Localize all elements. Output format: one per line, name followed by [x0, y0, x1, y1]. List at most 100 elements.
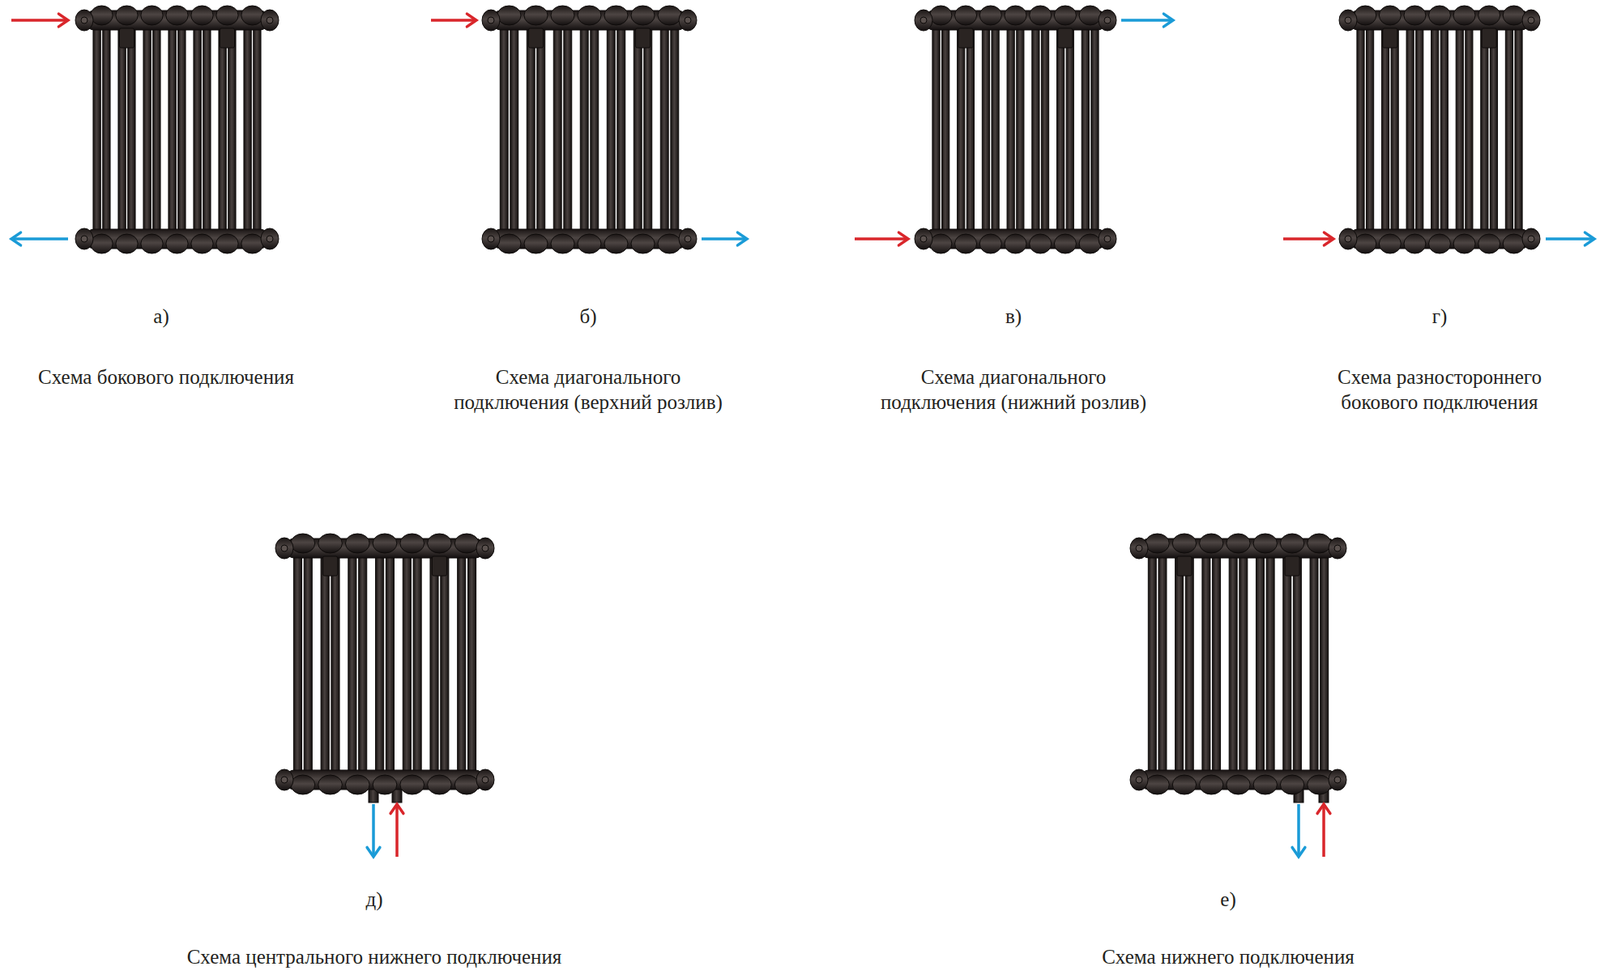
flow-arrow [11, 13, 69, 27]
flow-arrow [366, 804, 380, 858]
arrow-head [1163, 13, 1174, 27]
radiator-tube [168, 10, 176, 248]
radiator-tube [1309, 538, 1319, 789]
section-cap [1478, 234, 1501, 254]
radiator-tube [932, 10, 940, 248]
radiator-tube [553, 10, 562, 248]
radiator-tube [203, 10, 211, 248]
radiator-tube [1032, 10, 1040, 248]
wall-bracket [220, 28, 235, 48]
section-cap [979, 5, 1002, 26]
figure-letter: г) [1432, 303, 1448, 329]
section-cap [216, 234, 239, 254]
wall-bracket [1382, 28, 1398, 48]
section-cap [345, 533, 370, 554]
section-cap [657, 5, 682, 26]
figure-letter: б) [579, 303, 597, 329]
section-cap [1253, 533, 1277, 554]
radiator-tube [563, 10, 572, 248]
plug-nub [1344, 235, 1352, 243]
scheme-caption: Схема диагонального подключения (нижний … [835, 364, 1192, 416]
arrow-shaft [1283, 237, 1334, 241]
section-cap [1429, 5, 1451, 26]
wall-bracket [1481, 28, 1497, 48]
radiator-plug [1098, 9, 1117, 31]
radiator-tube [143, 10, 151, 248]
radiator [275, 533, 495, 803]
radiator-tube [1320, 538, 1329, 789]
radiator-tube [178, 10, 186, 248]
arrow-head [1323, 232, 1334, 246]
radiator-tube [1081, 10, 1089, 248]
arrow-shaft [1545, 237, 1595, 241]
section-cap [524, 234, 548, 254]
radiator-plug [476, 537, 495, 559]
plug-nub [1334, 776, 1341, 784]
section-cap [90, 234, 113, 254]
radiator-tube [670, 10, 679, 248]
plug-nub [1104, 235, 1111, 243]
arrow-head [466, 13, 477, 27]
radiator-plug [914, 228, 933, 250]
radiator-tube [580, 10, 589, 248]
section-cap [1199, 533, 1224, 554]
radiator-plug [275, 537, 294, 559]
arrow-head [390, 804, 404, 815]
radiator-tube [375, 538, 384, 789]
radiator-plug [1339, 9, 1357, 31]
radiator-tube [1158, 538, 1167, 789]
plug-nub [81, 17, 88, 24]
section-cap [372, 775, 397, 795]
radiator-plug [1098, 228, 1117, 250]
radiator-tube [358, 538, 367, 789]
section-cap [1403, 234, 1426, 254]
radiator-tube [991, 10, 999, 248]
section-cap [1172, 533, 1196, 554]
section-cap [550, 5, 575, 26]
radiator-tube [590, 10, 599, 248]
section-cap [90, 5, 113, 26]
section-cap [1145, 533, 1170, 554]
section-cap [1429, 234, 1451, 254]
radiator-tube [243, 10, 252, 248]
section-cap [1502, 234, 1525, 254]
radiator-tube [1202, 538, 1211, 789]
radiator-tube [510, 10, 519, 248]
arrow-head [1317, 804, 1331, 815]
section-cap [1004, 234, 1027, 254]
section-cap [1253, 775, 1277, 795]
section-cap [1403, 5, 1426, 26]
radiator-tube [1006, 10, 1015, 248]
section-cap [1029, 234, 1052, 254]
arrow-shaft [430, 18, 477, 22]
radiator-tube [413, 538, 422, 789]
section-cap [604, 5, 628, 26]
radiator-tube [1255, 538, 1264, 789]
section-cap [497, 234, 521, 254]
flow-arrow [1292, 804, 1306, 858]
radiator-plug [1522, 9, 1541, 31]
plug-nub [1135, 545, 1143, 552]
plug-nub [920, 235, 927, 243]
arrow-shaft [1322, 804, 1326, 858]
plug-nub [1527, 17, 1535, 24]
section-cap [400, 533, 425, 554]
section-cap [241, 234, 264, 254]
radiator-plug [1130, 537, 1148, 559]
section-cap [1079, 234, 1101, 254]
radiator-plug [476, 769, 495, 791]
flow-arrow [1121, 13, 1174, 27]
radiator-plug [678, 228, 697, 250]
radiator-tube [1016, 10, 1024, 248]
arrow-shaft [701, 237, 747, 241]
arrow-head [366, 847, 380, 858]
radiator [1130, 533, 1347, 803]
radiator-plug [1328, 537, 1347, 559]
section-cap [1354, 234, 1377, 254]
radiator-plug [482, 9, 500, 31]
radiator-tube [253, 10, 261, 248]
arrow-shaft [854, 237, 909, 241]
section-cap [1280, 533, 1304, 554]
flow-arrow [430, 13, 477, 27]
